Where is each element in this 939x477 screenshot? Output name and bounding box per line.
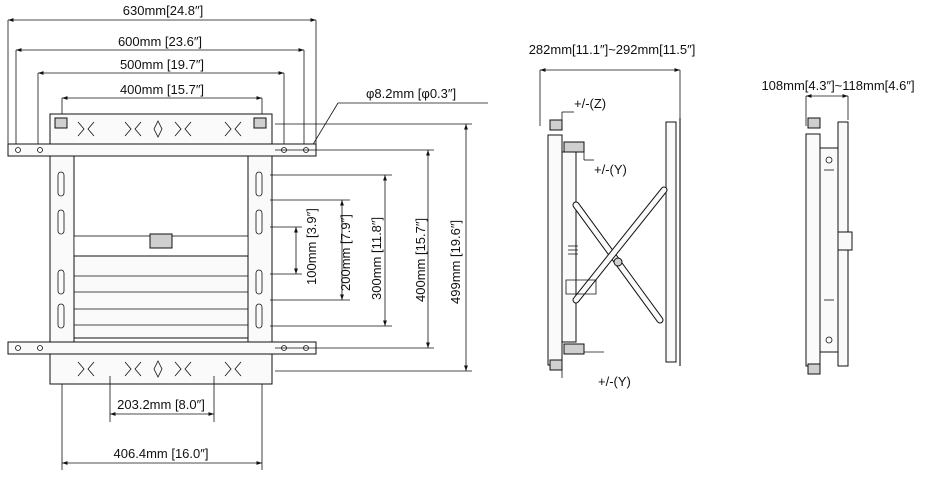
width-500-label: 500mm [19.7″] bbox=[120, 57, 204, 72]
left-rail bbox=[49, 155, 75, 343]
width-dimensions: 630mm[24.8″] 600mm [23.6″] 500mm [19.7″]… bbox=[7, 3, 317, 145]
bottom-crossbar bbox=[7, 341, 317, 355]
width-600-label: 600mm [23.6″] bbox=[118, 34, 202, 49]
compact-top-knob bbox=[807, 117, 821, 129]
bracket-front bbox=[7, 113, 317, 385]
compact-display-rail bbox=[805, 133, 821, 367]
top-knob-left bbox=[54, 117, 68, 129]
top-adjust-knob bbox=[549, 119, 563, 131]
adjust-y-bottom-label: +/-(Y) bbox=[598, 374, 631, 389]
width-406-label: 406.4mm [16.0″] bbox=[114, 446, 209, 461]
front-view: 630mm[24.8″] 600mm [23.6″] 500mm [19.7″]… bbox=[7, 3, 488, 470]
display-rail bbox=[547, 134, 563, 366]
top-crossbar bbox=[7, 143, 317, 157]
right-rail bbox=[247, 155, 273, 343]
hole-label: φ8.2mm [φ0.3″] bbox=[366, 86, 456, 101]
compact-latch bbox=[837, 231, 853, 251]
bottom-slots bbox=[77, 360, 242, 378]
display-rail-inner bbox=[561, 151, 577, 343]
top-knob-right bbox=[253, 117, 267, 129]
spring bbox=[568, 245, 578, 255]
lower-block bbox=[565, 279, 597, 295]
pivot bbox=[613, 257, 623, 267]
compact-view: 108mm[4.3″]~118mm[4.6″] bbox=[761, 78, 915, 375]
height-100-label: 100mm [3.9″] bbox=[304, 208, 319, 285]
adjust-callouts: +/-(Z) +/-(Y) +/-(Y) bbox=[561, 96, 631, 389]
top-slots bbox=[77, 120, 242, 138]
adjust-z-label: +/-(Z) bbox=[574, 96, 606, 111]
width-400-label: 400mm [15.7″] bbox=[120, 82, 204, 97]
side-view: 282mm[11.1″]~292mm[11.5″] +/-( bbox=[529, 42, 696, 389]
side-depth-label: 282mm[11.1″]~292mm[11.5″] bbox=[529, 42, 696, 57]
adjust-y-top-label: +/-(Y) bbox=[594, 162, 627, 177]
height-400-label: 400mm [15.7″] bbox=[413, 218, 428, 302]
height-499-label: 499mm [19.6″] bbox=[448, 220, 463, 304]
width-630-label: 630mm[24.8″] bbox=[123, 3, 203, 18]
bottom-mount-plate bbox=[49, 353, 273, 385]
width-203-label: 203.2mm [8.0″] bbox=[117, 397, 205, 412]
slat-panel bbox=[73, 255, 249, 339]
compact-body bbox=[819, 147, 839, 353]
compact-depth-label: 108mm[4.3″]~118mm[4.6″] bbox=[761, 78, 914, 93]
top-y-knob bbox=[563, 141, 585, 153]
side-bracket bbox=[547, 118, 681, 371]
rail-slots bbox=[57, 171, 263, 329]
bottom-dimensions: 203.2mm [8.0″] 406.4mm [16.0″] bbox=[61, 376, 263, 470]
compact-bracket bbox=[805, 117, 853, 375]
height-dimensions: 100mm [3.9″] 200mm [7.9″] 300mm [11.8″] … bbox=[270, 123, 472, 372]
height-300-label: 300mm [11.8″] bbox=[369, 217, 384, 300]
center-lock bbox=[149, 233, 173, 249]
hole-callout: φ8.2mm [φ0.3″] bbox=[305, 86, 488, 157]
compact-bottom-knob bbox=[807, 363, 821, 375]
top-mount-plate bbox=[49, 113, 273, 145]
bottom-adjust-knob bbox=[549, 359, 563, 371]
wall-plate bbox=[665, 121, 677, 363]
height-200-label: 200mm [7.9″] bbox=[338, 214, 353, 291]
bottom-y-knob bbox=[563, 343, 585, 355]
